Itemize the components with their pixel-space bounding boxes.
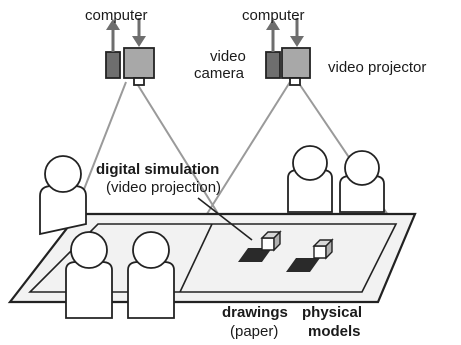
person-back-middle bbox=[287, 145, 333, 213]
person-front-right bbox=[127, 231, 175, 319]
person-front-left bbox=[65, 231, 113, 319]
digital-simulation-label: digital simulation bbox=[96, 161, 219, 178]
arrow-up-right bbox=[266, 19, 280, 52]
physical-model-cube-right bbox=[312, 238, 334, 260]
digital-simulation-pointer bbox=[197, 197, 253, 241]
arrow-up-left bbox=[106, 19, 120, 52]
video-camera-label-line2: camera bbox=[194, 65, 245, 82]
arrow-down-left bbox=[132, 18, 146, 47]
video-camera-label-line1: video bbox=[210, 48, 246, 65]
physical-label: physical bbox=[302, 304, 362, 321]
person-back-right bbox=[339, 150, 385, 213]
computer-label-right: computer bbox=[242, 7, 305, 24]
drawing-paper-right bbox=[286, 258, 320, 272]
models-label: models bbox=[308, 323, 361, 340]
person-back-left bbox=[39, 155, 87, 236]
computer-label-left: computer bbox=[85, 7, 148, 24]
arrow-down-right bbox=[290, 18, 304, 47]
camera-projector-unit-right bbox=[265, 47, 311, 86]
physical-model-cube-left bbox=[260, 230, 282, 252]
camera-projector-unit-left bbox=[105, 47, 155, 86]
drawings-label: drawings bbox=[222, 304, 288, 321]
video-projection-label: (video projection) bbox=[106, 179, 221, 196]
drawing-paper-left bbox=[238, 248, 272, 262]
paper-label: (paper) bbox=[230, 323, 278, 340]
video-projector-label: video projector bbox=[328, 59, 426, 76]
